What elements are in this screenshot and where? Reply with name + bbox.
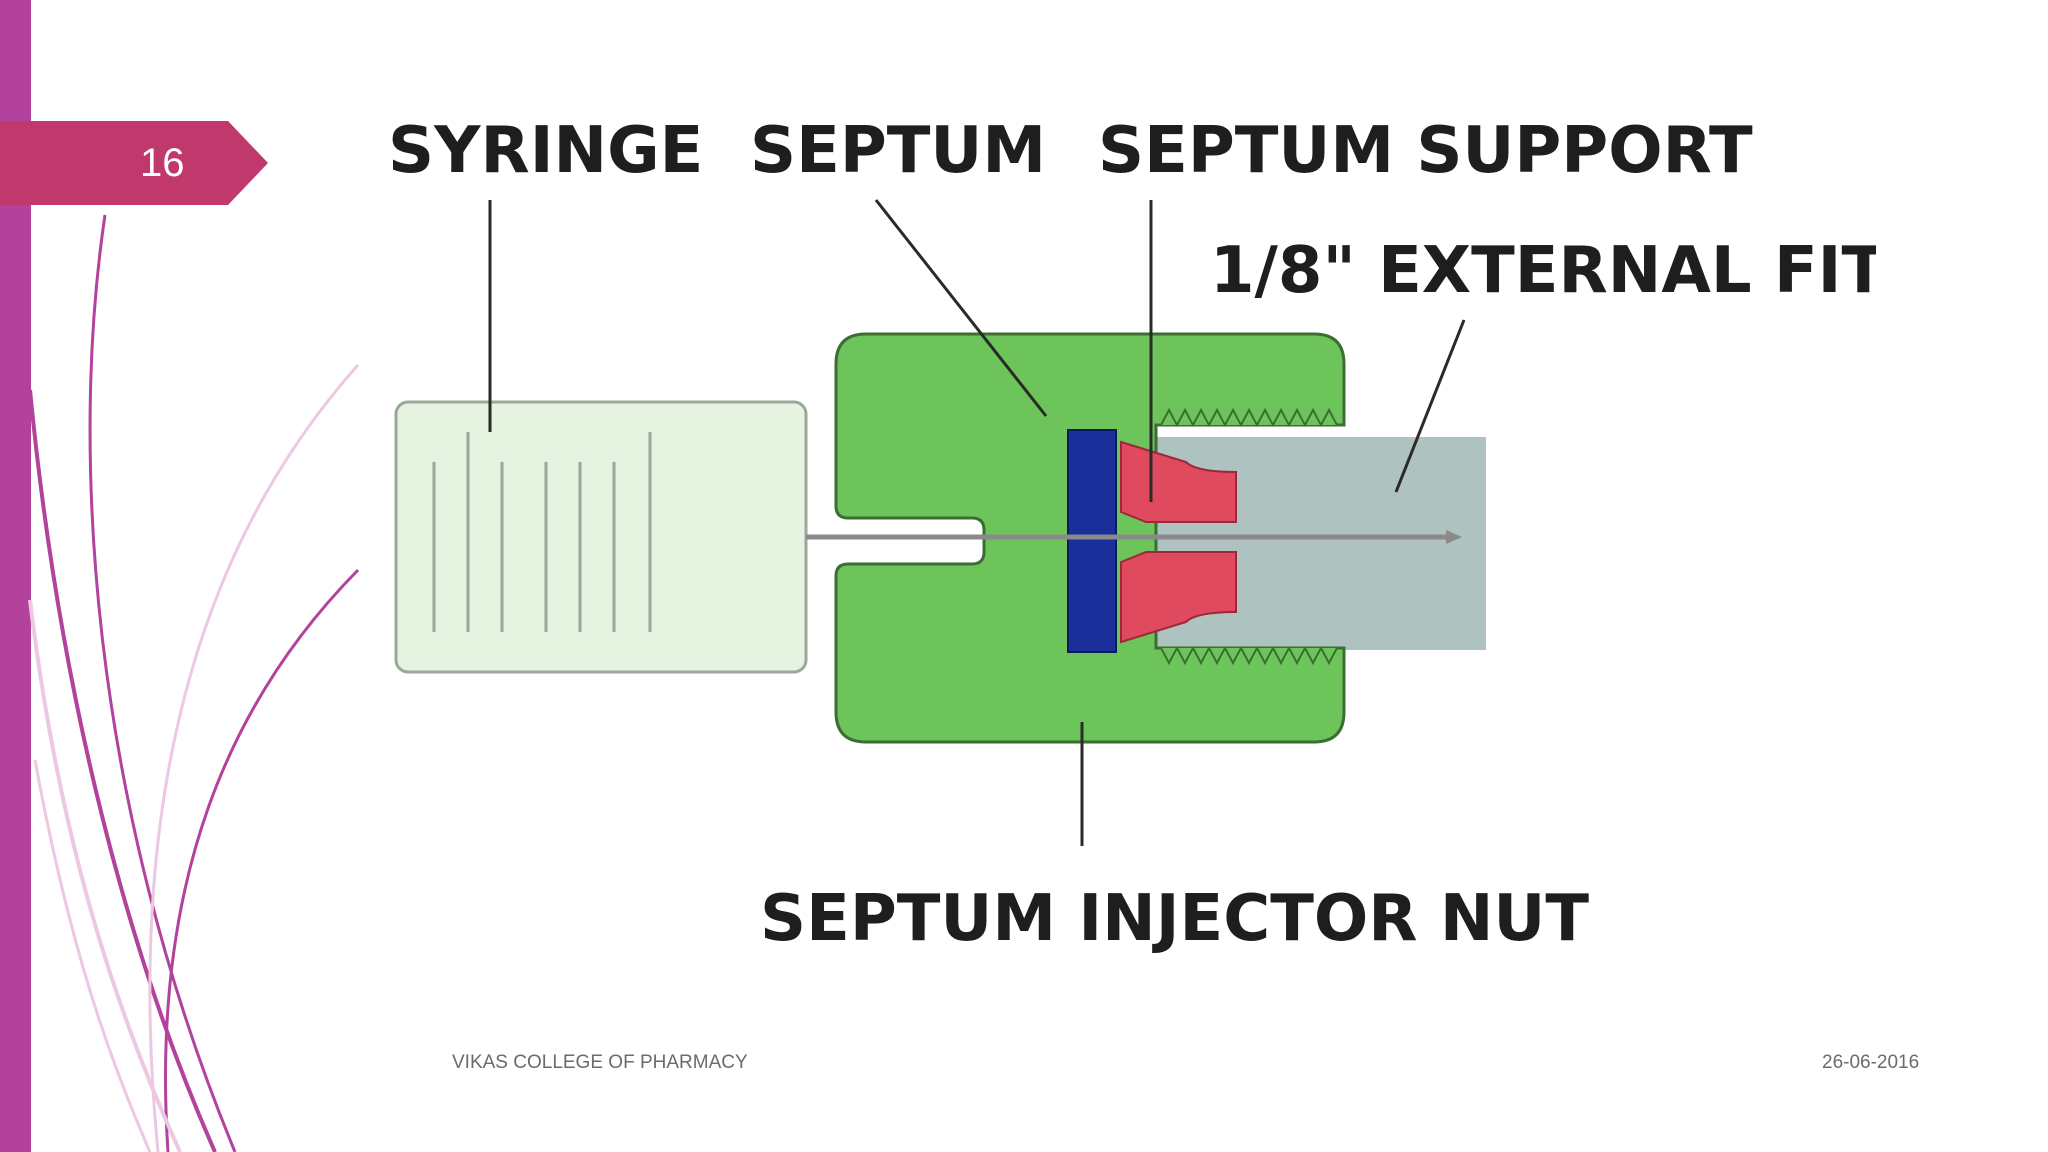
leader-lines	[488, 199, 1466, 846]
label-septum: SEPTUM	[750, 114, 1046, 188]
thread-bottom	[1160, 645, 1338, 666]
septum-disc	[1067, 429, 1117, 653]
decorative-swoosh-lines	[28, 214, 360, 1152]
slide-number-badge	[0, 121, 268, 205]
needle-tip	[1446, 530, 1462, 544]
septum-injector-diagram: SYRINGE SEPTUM SEPTUM SUPPORT 1/8" EXTER…	[388, 114, 1876, 956]
septum-support-bottom	[1120, 551, 1237, 644]
syringe-graduations	[432, 432, 652, 632]
syringe-barrel	[394, 400, 808, 674]
thread-top	[1160, 407, 1338, 428]
footer-date: 26-06-2016	[1822, 1052, 1920, 1073]
label-external-fitting: 1/8" EXTERNAL FITTING	[1210, 234, 1876, 308]
label-injector-nut: SEPTUM INJECTOR NUT	[760, 882, 1589, 956]
label-septum-support: SEPTUM SUPPORT	[1098, 114, 1753, 188]
footer-college-name: VIKAS COLLEGE OF PHARMACY	[452, 1052, 748, 1073]
label-syringe: SYRINGE	[388, 114, 703, 188]
slide-number: 16	[140, 141, 185, 185]
